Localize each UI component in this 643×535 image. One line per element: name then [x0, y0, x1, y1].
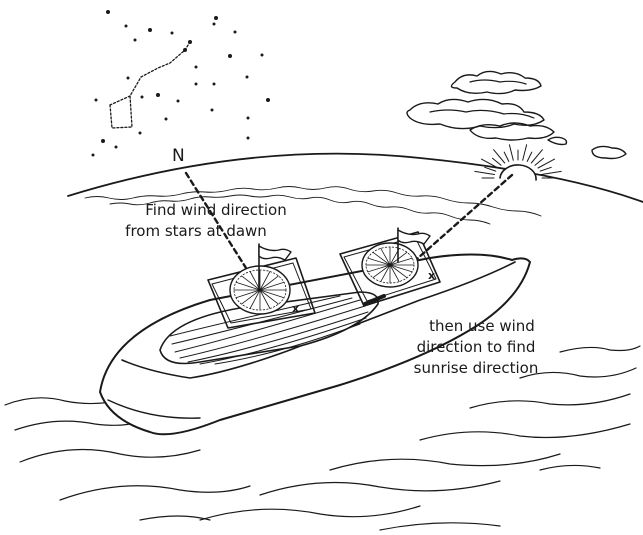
sunrise-note-line-2: direction to find: [417, 338, 536, 356]
big-dipper-constellation: [110, 42, 190, 128]
compass-mark-right: x: [428, 269, 435, 282]
stars-note-line-2: from stars at dawn: [125, 222, 267, 240]
stars-note: Find wind direction from stars at dawn: [125, 201, 287, 240]
clouds: [407, 71, 626, 158]
sunrise-note-line-3: sunrise direction: [414, 359, 539, 377]
sunrise-note: then use wind direction to find sunrise …: [414, 317, 539, 377]
star-field: [92, 10, 271, 157]
stars-note-line-1: Find wind direction: [145, 201, 286, 219]
north-label: N: [172, 146, 185, 166]
compass-mark-left: x: [292, 302, 299, 315]
rising-sun: [475, 145, 561, 180]
sunrise-note-line-1: then use wind: [429, 317, 535, 335]
north-sight-line: [186, 173, 246, 268]
